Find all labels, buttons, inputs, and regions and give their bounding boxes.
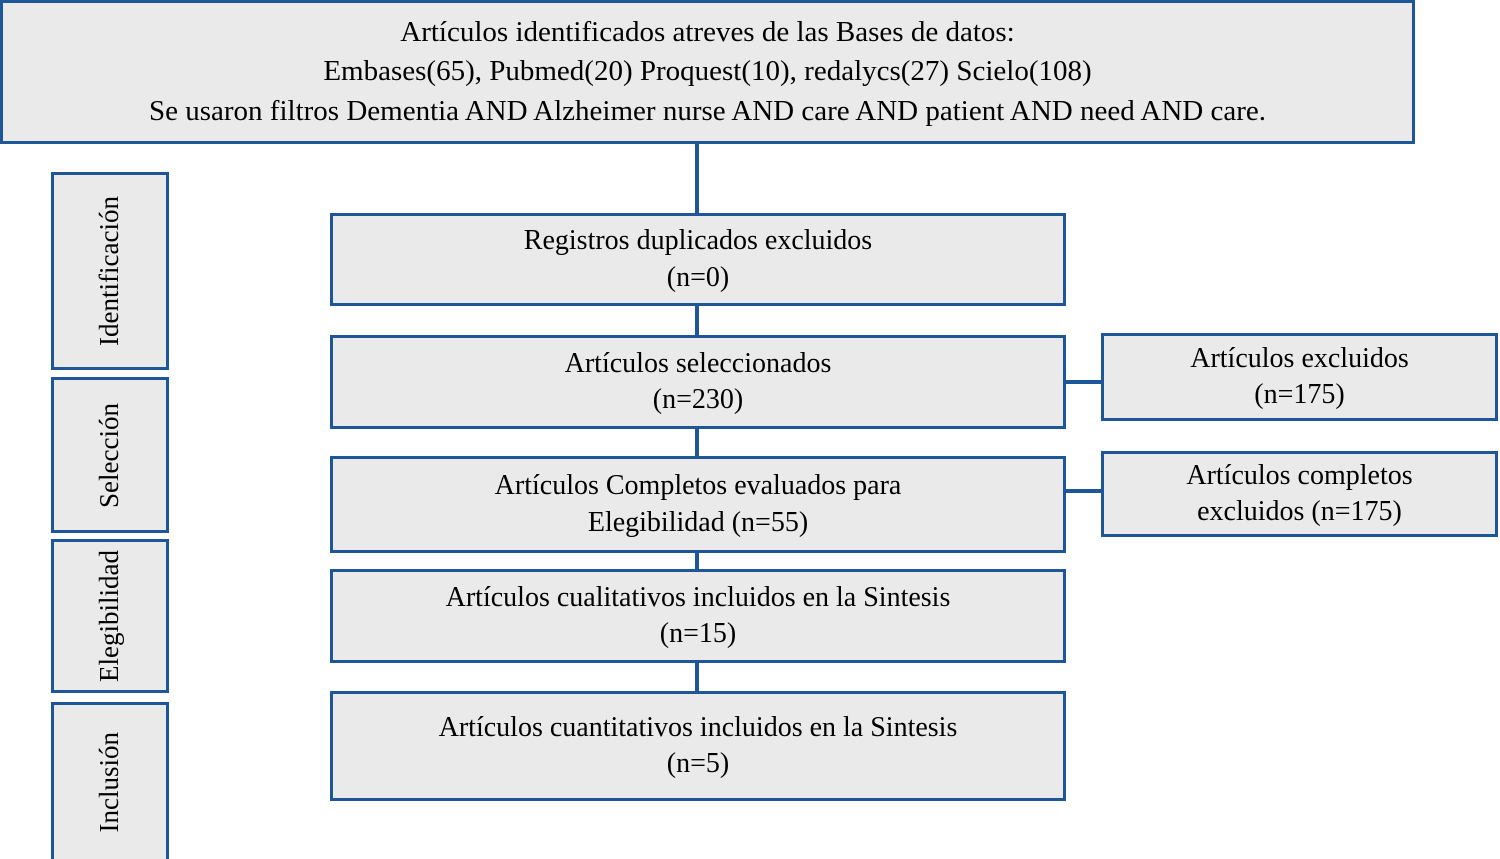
connector-fulltext-to-excluded xyxy=(1063,489,1103,493)
stage-label-inclusion: Inclusión xyxy=(94,731,125,833)
connector-duplicates-to-screened xyxy=(695,304,699,337)
flow-box-qualitative-included: Artículos cualitativos incluidos en la S… xyxy=(330,569,1066,663)
connector-screened-to-excluded xyxy=(1063,380,1103,384)
exclusion-box-records-excluded-text: Artículos excluidos (n=175) xyxy=(1190,342,1409,410)
connector-screened-to-fulltext xyxy=(695,427,699,458)
identification-header-text: Artículos identificados atreves de las B… xyxy=(148,15,1266,127)
stage-box-inclusion: Inclusión xyxy=(51,702,169,859)
connector-top-to-duplicates xyxy=(695,142,699,215)
stage-label-seleccion: Selección xyxy=(94,402,125,508)
stage-label-elegibilidad: Elegibilidad xyxy=(94,550,125,682)
exclusion-box-fulltext-excluded: Artículos completos excluidos (n=175) xyxy=(1101,451,1498,537)
identification-header-box: Artículos identificados atreves de las B… xyxy=(0,0,1415,144)
flow-box-duplicates-removed: Registros duplicados excluidos (n=0) xyxy=(330,213,1066,306)
flow-box-quantitative-included-text: Artículos cuantitativos incluidos en la … xyxy=(438,711,958,779)
stage-box-seleccion: Selección xyxy=(51,377,169,533)
stage-box-identificacion: Identificación xyxy=(51,172,169,370)
flow-box-fulltext-assessed-text: Artículos Completos evaluados para Elegi… xyxy=(494,470,902,538)
flow-box-qualitative-included-text: Artículos cualitativos incluidos en la S… xyxy=(445,581,951,649)
flow-box-fulltext-assessed: Artículos Completos evaluados para Elegi… xyxy=(330,456,1066,553)
connector-qualitative-to-quantitative xyxy=(695,661,699,693)
stage-box-elegibilidad: Elegibilidad xyxy=(51,539,169,693)
exclusion-box-fulltext-excluded-text: Artículos completos excluidos (n=175) xyxy=(1186,459,1413,527)
flow-box-records-screened-text: Artículos seleccionados (n=230) xyxy=(564,347,832,415)
stage-label-identificacion: Identificación xyxy=(94,196,125,346)
connector-fulltext-to-qualitative xyxy=(695,551,699,571)
flow-box-records-screened: Artículos seleccionados (n=230) xyxy=(330,335,1066,429)
flow-box-quantitative-included: Artículos cuantitativos incluidos en la … xyxy=(330,691,1066,801)
flow-box-duplicates-removed-text: Registros duplicados excluidos (n=0) xyxy=(523,225,873,293)
exclusion-box-records-excluded: Artículos excluidos (n=175) xyxy=(1101,333,1498,421)
